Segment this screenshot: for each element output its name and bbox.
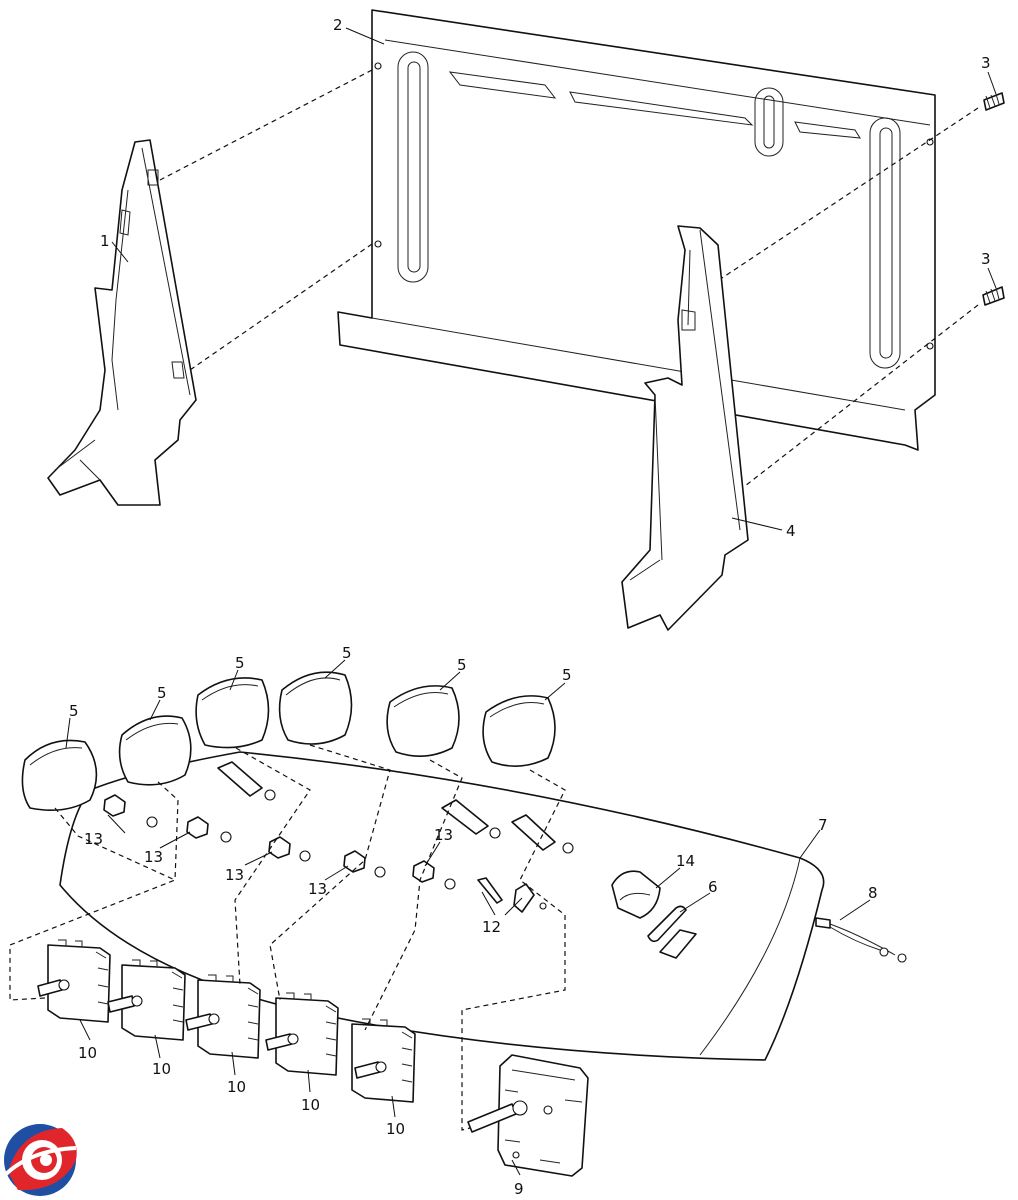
screw-part-3-upper xyxy=(983,92,1005,111)
callout-3-lower: 3 xyxy=(981,250,991,268)
thermostat-part-9 xyxy=(467,1054,589,1177)
callout-13-e: 13 xyxy=(434,826,453,844)
callout-7: 7 xyxy=(818,816,828,834)
callout-9: 9 xyxy=(514,1180,524,1198)
rotary-control-part-10-c xyxy=(185,974,261,1059)
wire-lead-part-8 xyxy=(815,917,907,963)
knob-part-5-e xyxy=(386,685,460,757)
callout-13-d: 13 xyxy=(308,880,327,898)
callout-5-d: 5 xyxy=(342,644,352,662)
assembly-lines-upper xyxy=(159,69,979,487)
knob-part-5-a xyxy=(21,739,98,811)
callout-13-a: 13 xyxy=(84,830,103,848)
callout-5-f: 5 xyxy=(562,666,572,684)
callout-10-c: 10 xyxy=(227,1078,246,1096)
knob-part-5-c xyxy=(195,677,270,749)
assembly-lines-lower xyxy=(9,744,566,1131)
callout-10-a: 10 xyxy=(78,1044,97,1062)
rotary-control-part-10-a xyxy=(37,939,111,1023)
rotary-control-part-10-e xyxy=(351,1018,416,1103)
right-bracket-part-4 xyxy=(621,225,749,631)
callout-5-a: 5 xyxy=(69,702,79,720)
callout-6: 6 xyxy=(708,878,718,896)
leader-lines xyxy=(65,27,997,1176)
callout-5-c: 5 xyxy=(235,654,245,672)
callout-5-b: 5 xyxy=(157,684,167,702)
rocker-switch-part-14 xyxy=(611,870,661,919)
brand-logo xyxy=(2,1124,77,1196)
rotary-control-part-10-d xyxy=(265,992,339,1076)
callout-numbers: 1 2 3 3 4 5 5 5 5 5 5 6 7 8 9 10 10 10 1… xyxy=(69,16,991,1198)
knob-part-5-d xyxy=(278,671,353,745)
seal-part-6 xyxy=(647,905,697,959)
spindle-sleeves xyxy=(217,761,574,854)
callout-2: 2 xyxy=(333,16,343,34)
callout-4: 4 xyxy=(786,522,796,540)
screw-part-3-lower xyxy=(982,286,1005,306)
callout-10-e: 10 xyxy=(386,1120,405,1138)
knob-part-5-f xyxy=(482,695,556,767)
callout-12: 12 xyxy=(482,918,501,936)
back-plate-part-2 xyxy=(337,9,936,451)
callout-5-e: 5 xyxy=(457,656,467,674)
rotary-control-part-10-b xyxy=(107,959,186,1041)
callout-14: 14 xyxy=(676,852,695,870)
callout-10-d: 10 xyxy=(301,1096,320,1114)
callout-8: 8 xyxy=(868,884,878,902)
callout-3-upper: 3 xyxy=(981,54,991,72)
callout-13-b: 13 xyxy=(144,848,163,866)
callout-10-b: 10 xyxy=(152,1060,171,1078)
left-bracket-part-1 xyxy=(47,139,197,506)
callout-1: 1 xyxy=(100,232,110,250)
knob-part-5-b xyxy=(118,715,192,786)
screws-part-12 xyxy=(477,877,547,913)
callout-13-c: 13 xyxy=(225,866,244,884)
